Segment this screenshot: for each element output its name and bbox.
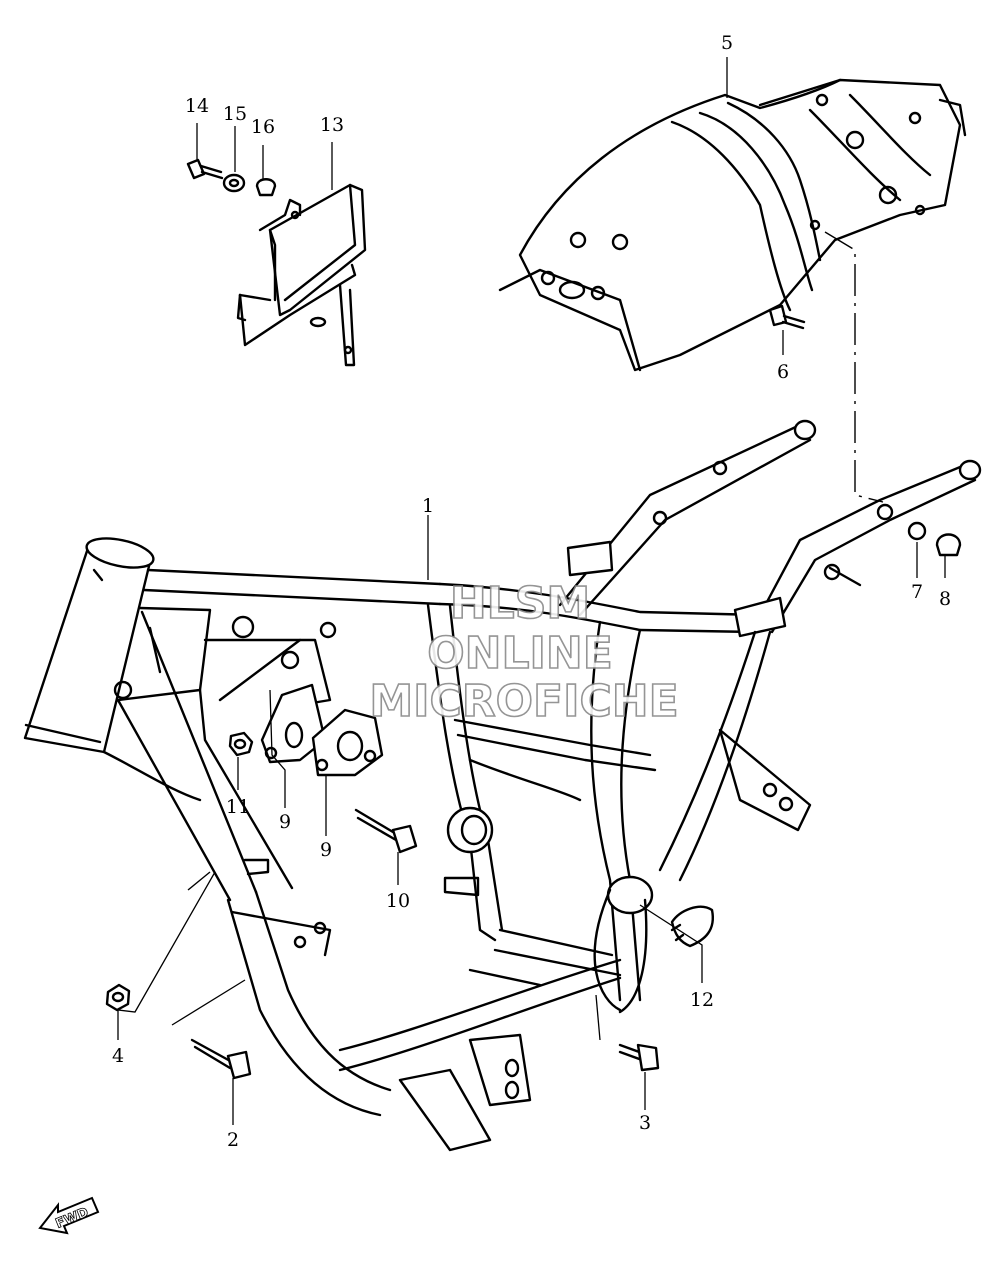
callout-labels: 1 2 3 4 5 6 7 8 9 9 10 11 12 13 14 15 16 [112, 32, 951, 1151]
bolt-10[interactable] [354, 808, 418, 854]
bolt-2[interactable] [190, 1038, 252, 1080]
bolt-3[interactable] [618, 1043, 660, 1072]
cap-12[interactable] [670, 905, 715, 948]
callout-10: 10 [386, 890, 410, 912]
engine-mount-plate-9b[interactable] [311, 708, 384, 777]
nut-4[interactable] [105, 983, 131, 1012]
callout-3: 3 [639, 1112, 651, 1134]
grommet-16[interactable] [255, 178, 277, 197]
callout-8: 8 [939, 588, 951, 610]
spacer-7[interactable] [907, 521, 927, 541]
watermark-line1: HLSM [450, 578, 590, 629]
callout-15: 15 [223, 103, 247, 125]
callout-4: 4 [112, 1045, 124, 1067]
bolt-14[interactable] [186, 158, 224, 180]
callout-7: 7 [911, 581, 923, 603]
rear-fender[interactable] [498, 78, 967, 372]
forward-direction-arrow: FWD [38, 1196, 100, 1235]
callout-2: 2 [227, 1129, 239, 1151]
nut-11[interactable] [228, 731, 254, 757]
nut-8[interactable] [935, 533, 962, 557]
callout-13: 13 [320, 114, 344, 136]
battery-holder-bracket[interactable] [236, 183, 367, 367]
callout-5: 5 [721, 32, 733, 54]
callout-9a: 9 [279, 811, 291, 833]
callout-12: 12 [690, 989, 714, 1011]
leader-lines [117, 57, 946, 1125]
callout-9b: 9 [320, 839, 332, 861]
callout-6: 6 [777, 361, 789, 383]
watermark: HLSM ONLINE MICROFICHE [369, 577, 680, 728]
fwd-arrow-icon [38, 1196, 100, 1235]
callout-16: 16 [251, 116, 275, 138]
callout-14: 14 [185, 95, 209, 117]
callout-11: 11 [226, 796, 250, 818]
watermark-line2: ONLINE [427, 628, 613, 679]
washer-15[interactable] [222, 173, 246, 193]
main-frame[interactable] [23, 419, 982, 1152]
callout-1: 1 [422, 495, 434, 517]
watermark-line3: MICROFICHE [369, 676, 678, 727]
bolt-6[interactable] [768, 304, 806, 330]
